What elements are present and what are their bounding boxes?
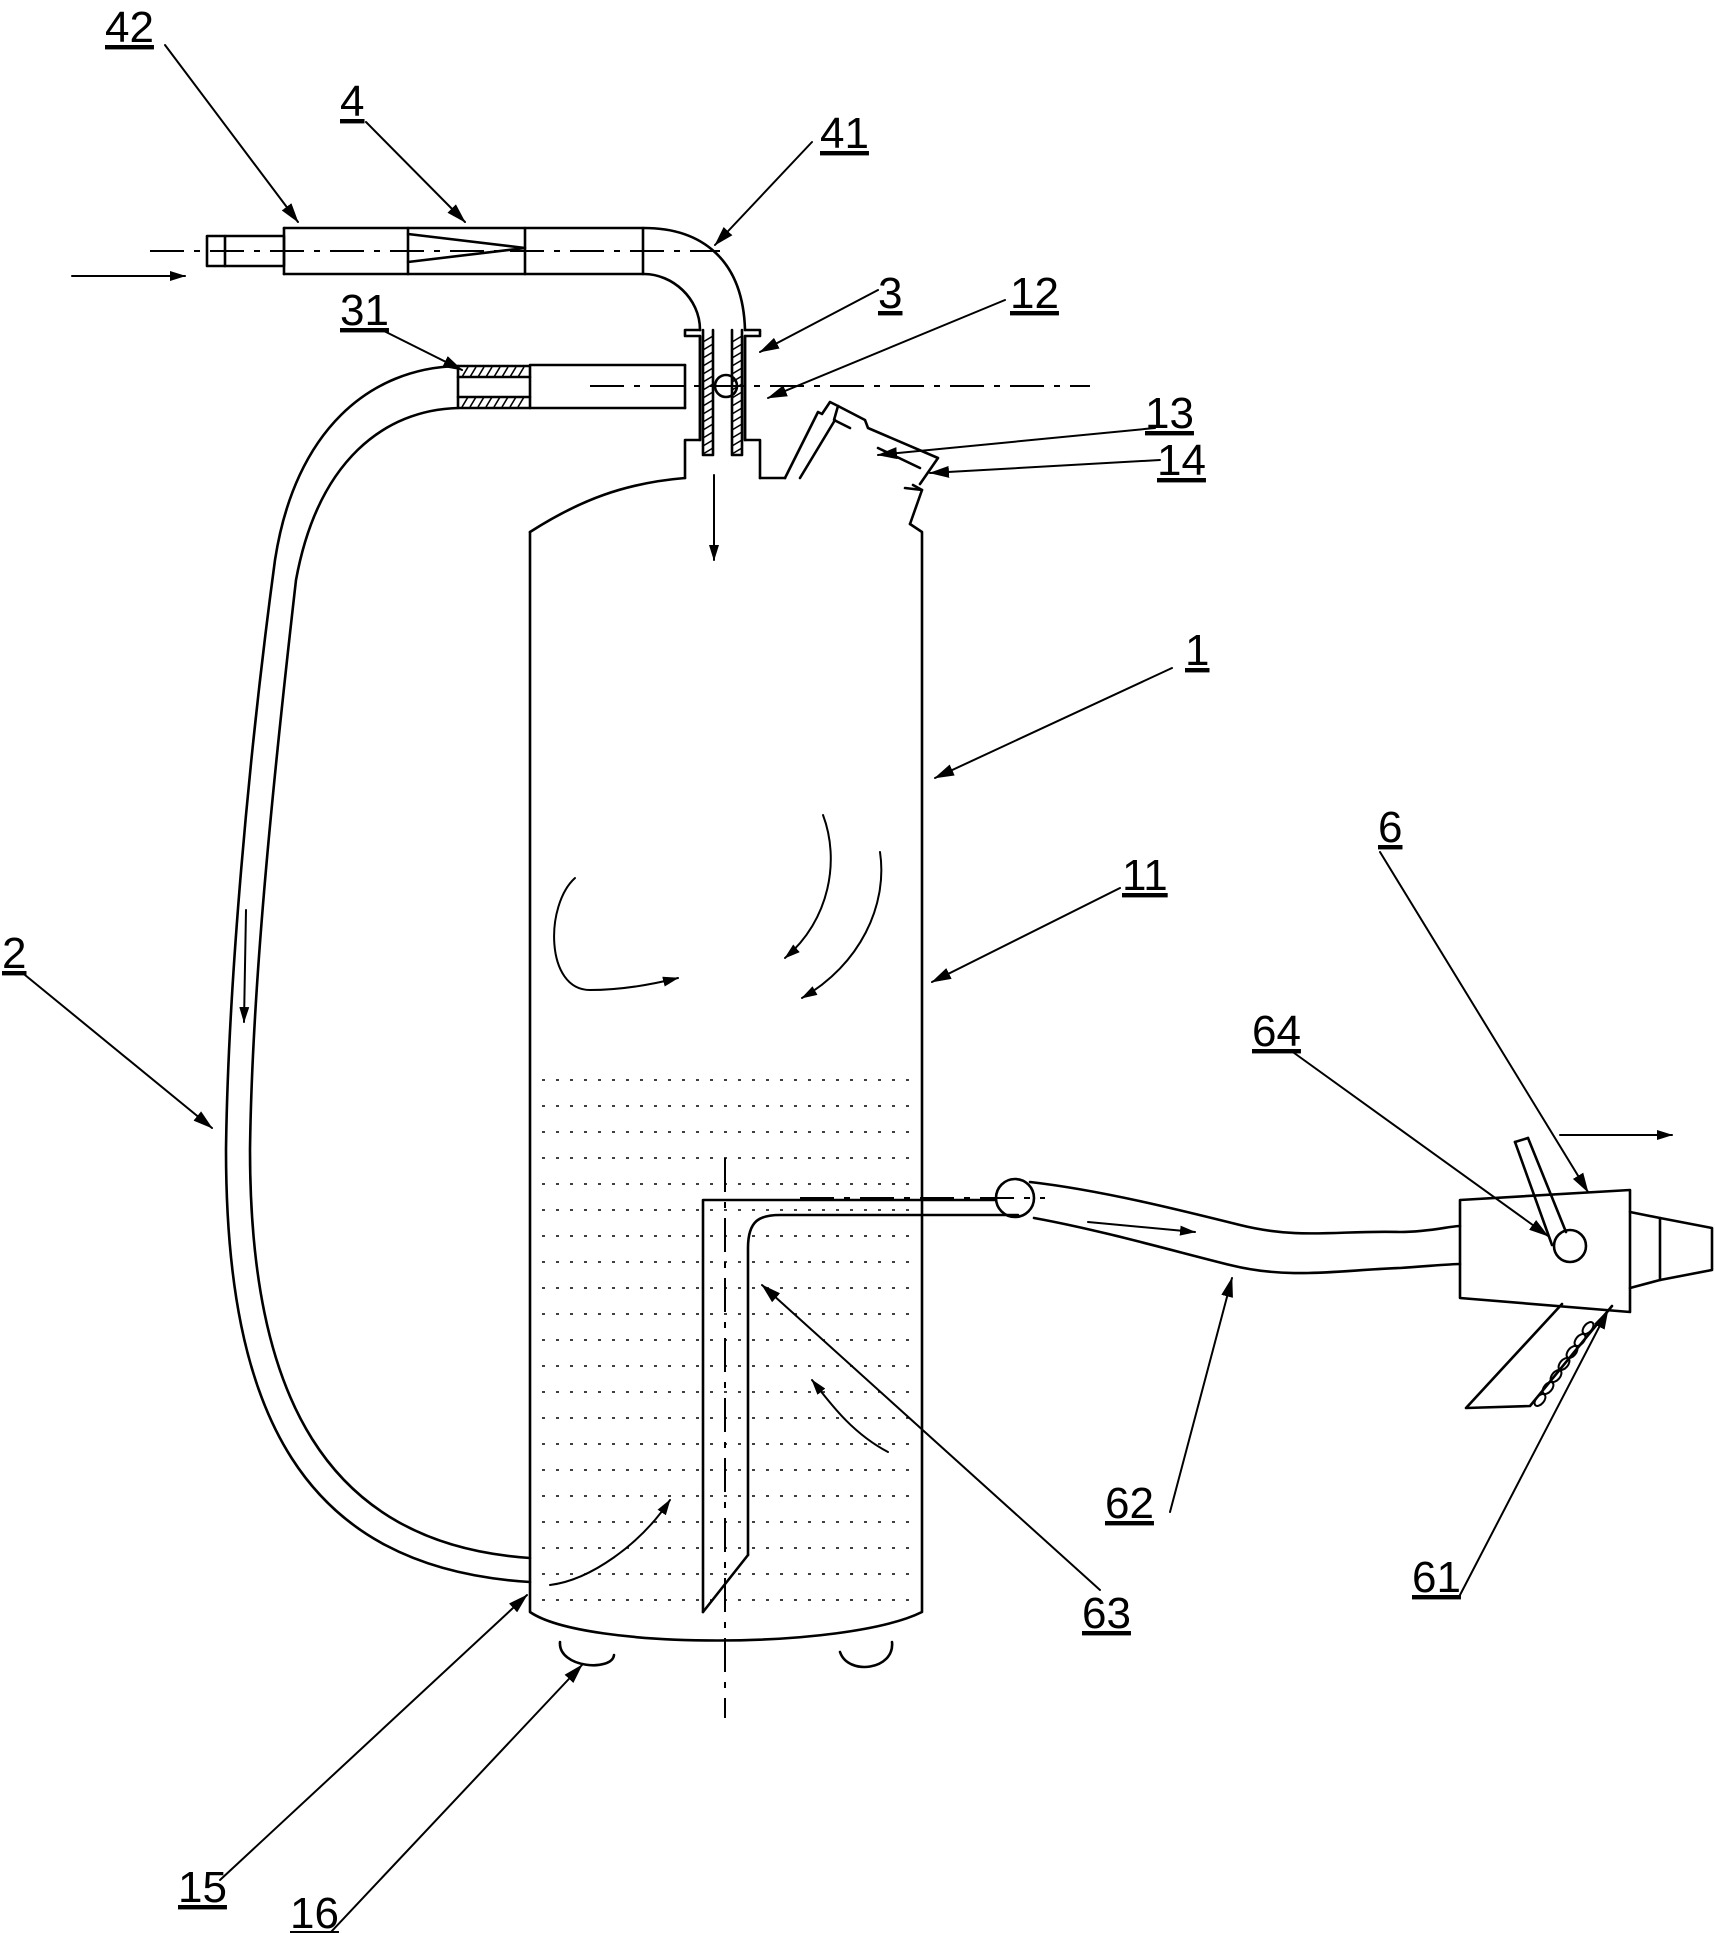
label-16: 16 (290, 1889, 339, 1933)
hose-connector (458, 365, 1090, 408)
label-61: 61 (1412, 1553, 1461, 1602)
label-62: 62 (1105, 1479, 1154, 1528)
label-15: 15 (178, 1863, 227, 1912)
dip-tube (703, 1158, 1045, 1718)
flow-arrows (72, 276, 1672, 1585)
label-11: 11 (1122, 851, 1168, 900)
label-3: 3 (878, 269, 902, 318)
label-64: 64 (1252, 1007, 1301, 1056)
label-12: 12 (1010, 269, 1059, 318)
label-2: 2 (2, 929, 26, 978)
label-41: 41 (820, 109, 869, 158)
gauge-fitting (785, 402, 938, 490)
reference-labels: 42 4 41 3 12 31 13 14 1 11 2 6 64 62 63 … (2, 3, 1461, 1933)
label-1: 1 (1185, 626, 1209, 675)
label-4: 4 (340, 77, 364, 126)
valve-neck (685, 330, 760, 478)
label-13: 13 (1145, 389, 1194, 438)
label-63: 63 (1082, 1589, 1131, 1638)
return-hose (226, 366, 530, 1582)
inlet-pipe (150, 228, 745, 330)
label-14: 14 (1157, 436, 1206, 485)
label-42: 42 (105, 3, 154, 52)
liquid-fill (542, 1080, 912, 1600)
tank-feet (560, 1642, 892, 1667)
discharge-hose (1030, 1182, 1460, 1273)
nozzle-head (1460, 1138, 1712, 1408)
label-31: 31 (340, 286, 389, 335)
label-6: 6 (1378, 803, 1402, 852)
